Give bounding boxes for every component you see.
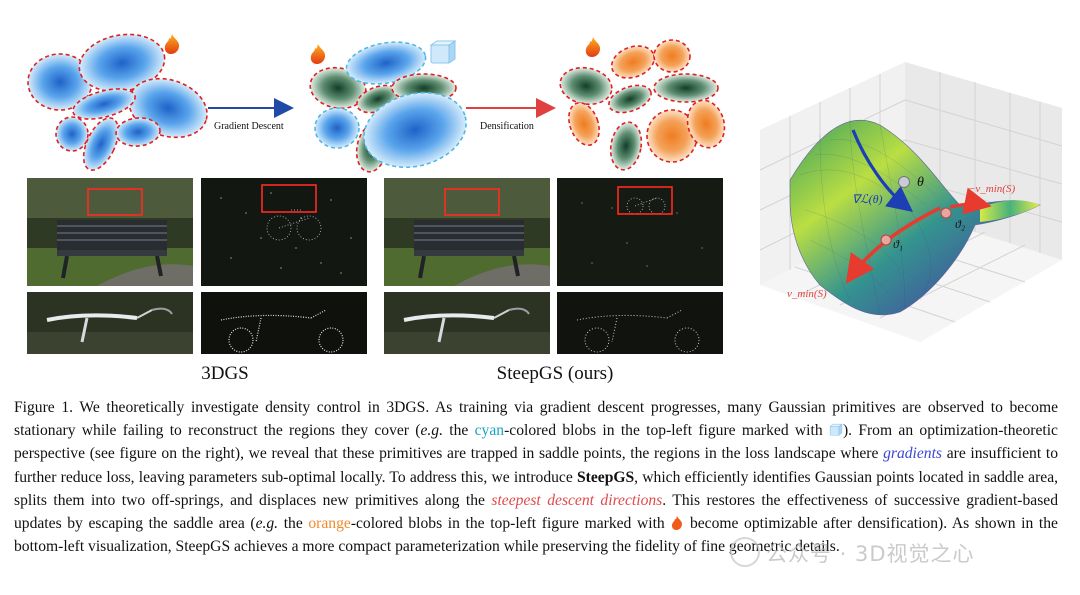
steepgs-bench-render [384,178,550,286]
vmin-label: v_min(S) [787,288,827,300]
blob-panel-initial [27,33,208,171]
fire-icon [585,37,601,57]
3dgs-bench-points [201,178,367,286]
theta-label: θ [917,175,924,190]
steepgs-bench-points [557,178,723,286]
saddle-loss-landscape-plot: θ ∇ℒ(θ) ϑ₁ ϑ₂ −v_min(S) v_min(S) [759,62,1063,342]
ice-cube-icon [429,40,457,64]
steepgs-bike-points [557,292,723,354]
method-label-3dgs: 3DGS [201,363,249,384]
ice-cube-icon [829,423,843,437]
theta1-label: ϑ₁ [893,237,903,251]
3dgs-bike-points [201,292,367,354]
figure-caption: Figure 1. We theoretically investigate d… [14,399,1059,556]
densification-label: Densification [480,121,534,132]
3dgs-bike-render [27,292,193,354]
blob-panel-after-gd [309,41,467,173]
neg-vmin-label: −v_min(S) [968,183,1015,195]
theta2-label: ϑ₂ [955,217,965,231]
fire-icon [310,44,326,64]
wechat-logo-icon [730,537,760,567]
fire-icon [672,516,683,531]
3dgs-bench-render [27,178,193,286]
watermark: 公众号 · 3D视觉之心 [730,537,975,568]
blob-panel-after-densification [559,39,726,171]
method-label-steepgs: SteepGS (ours) [496,363,614,384]
fire-icon [164,34,180,54]
steepgs-bike-render [384,292,550,354]
gradient-descent-label: Gradient Descent [214,121,284,132]
figure-illustration: Gradient Descent Densification [27,33,1063,342]
gradient-label: ∇ℒ(θ) [852,192,883,206]
